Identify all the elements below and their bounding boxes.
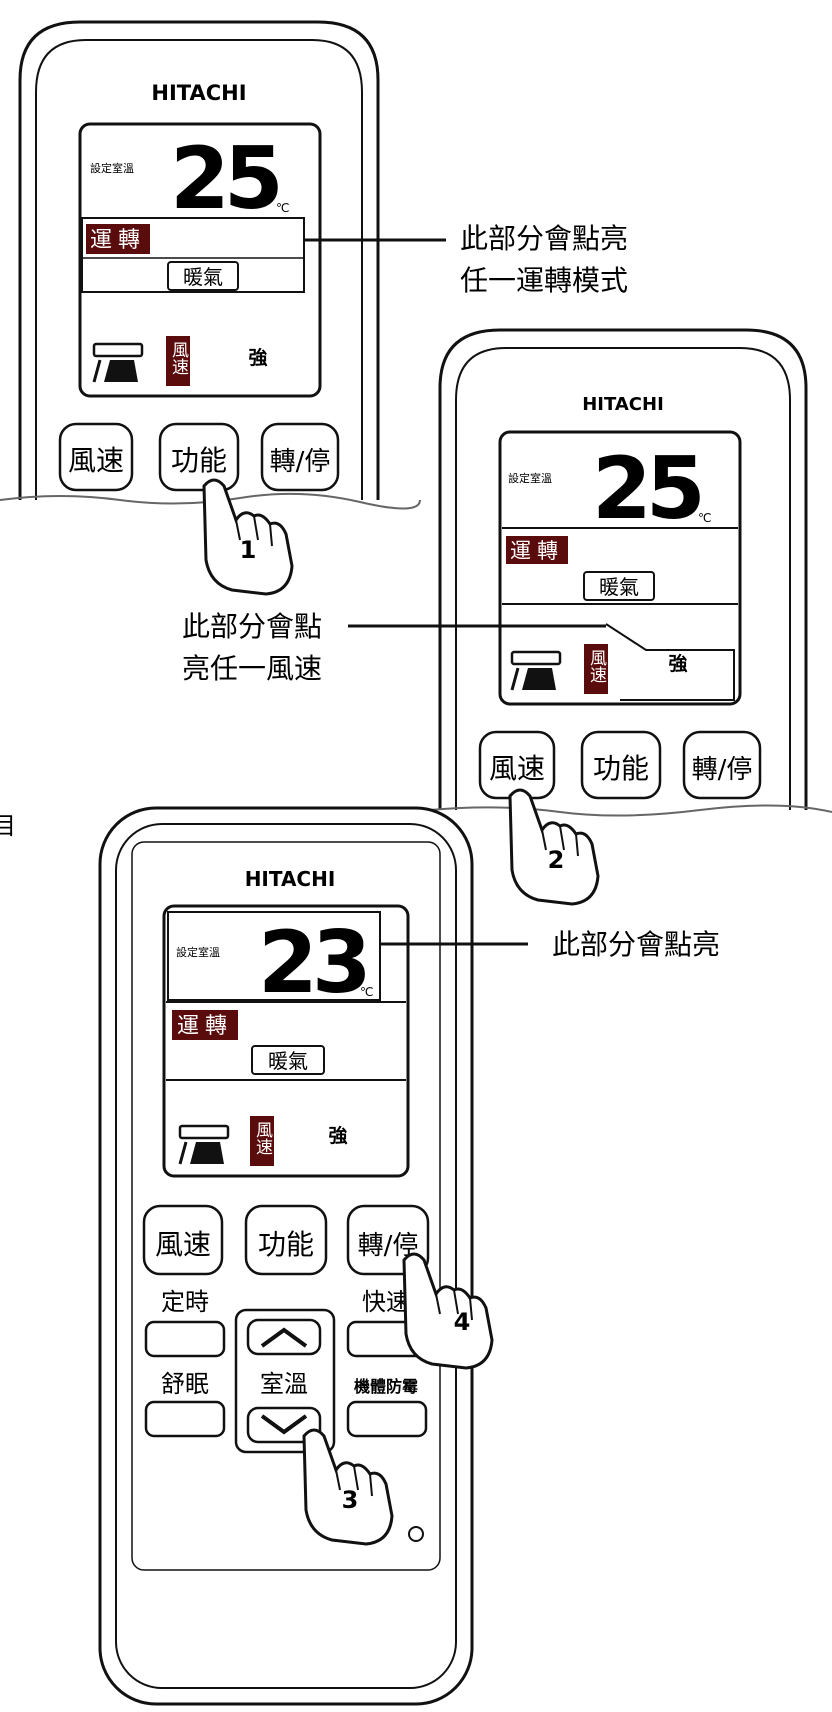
- pointing-hand-icon-3: 3: [302, 1428, 394, 1546]
- remote-2: HITACHI 設定室溫 25 ℃ 運轉 暖氣 風速 強 風速 功能 轉/停: [429, 328, 832, 817]
- remote-3-temp-value: 23: [258, 913, 366, 1013]
- remote-3-function-button[interactable]: [244, 1204, 328, 1276]
- callout-temp: 此部分會點亮: [380, 928, 720, 961]
- remote-3-mode-label: 運轉: [177, 1014, 233, 1039]
- step-1: 1: [240, 536, 257, 564]
- remote-1-temp-unit: ℃: [276, 201, 289, 215]
- remote-1-fan-button-label: 風速: [68, 444, 124, 477]
- remote-3-temp-unit: ℃: [360, 985, 373, 999]
- pointing-hand-icon-2: 2: [508, 788, 600, 906]
- remote-3-fan-badge: [250, 1116, 274, 1166]
- remote-1-fan-badge: [166, 336, 190, 386]
- remote-3-mode-value: 暖氣: [268, 1049, 308, 1073]
- step-2: 2: [548, 846, 565, 874]
- remote-2-mode-badge: [506, 536, 568, 564]
- remote-1-ac-unit-icon: [92, 342, 144, 383]
- remote-2-power-button[interactable]: [682, 730, 762, 800]
- pointing-hand-icon-4: 4: [402, 1252, 494, 1370]
- remote-2-set-temp-label: 設定室溫: [508, 471, 552, 485]
- remote-1-fan-label: 風速: [168, 341, 189, 375]
- remote-2-function-button-label: 功能: [593, 752, 649, 785]
- callout-fan-line-1: 此部分會點: [182, 610, 322, 643]
- remote-3-room-temp-label: 室溫: [260, 1370, 308, 1398]
- remote-2-brand: HITACHI: [582, 394, 664, 415]
- remote-2-power-button-label: 轉/停: [692, 755, 753, 785]
- step-3: 3: [342, 1486, 359, 1514]
- step-4: 4: [454, 1308, 471, 1336]
- remote-1: HITACHI 設定室溫 25 ℃ 運轉 暖氣 風速 強 風速 功能 轉/停: [0, 20, 421, 510]
- remote-3-anti-mold-button[interactable]: [346, 1400, 428, 1438]
- remote-2-fan-label: 風速: [586, 649, 607, 683]
- remote-3-fan-value: 強: [328, 1125, 347, 1147]
- remote-2-screen: [498, 430, 742, 706]
- remote-2-mode-value: 暖氣: [599, 575, 639, 599]
- remote-3-ac-unit-icon: [178, 1124, 230, 1165]
- remote-1-mode-label: 運轉: [90, 228, 146, 253]
- reset-hole: [408, 1526, 424, 1542]
- remote-3-timer-label: 定時: [161, 1288, 209, 1316]
- remote-1-function-button-label: 功能: [171, 444, 227, 477]
- remote-3-function-button-label: 功能: [258, 1228, 314, 1261]
- remote-3-sleep-label: 舒眠: [161, 1370, 209, 1398]
- remote-3: HITACHI 設定室溫 23 ℃ 運轉 暖氣 風速 強 風速 功能 轉/停 定…: [98, 806, 474, 1706]
- remote-2-fan-button-label: 風速: [489, 752, 545, 785]
- chevron-up-icon: [260, 1327, 308, 1348]
- callout-mode: 此部分會點亮 任一運轉模式: [304, 222, 628, 297]
- remote-2-function-button[interactable]: [580, 730, 662, 800]
- remote-3-fan-label: 風速: [252, 1121, 273, 1155]
- remote-3-mode-badge: [172, 1010, 238, 1040]
- remote-1-temp-value: 25: [170, 129, 278, 229]
- remote-1-fan-button[interactable]: [58, 422, 134, 492]
- remote-1-set-temp-label: 設定室溫: [90, 161, 134, 175]
- remote-3-fan-button-label: 風速: [155, 1228, 211, 1261]
- callout-temp-line-1: 此部分會點亮: [552, 928, 720, 961]
- remote-1-power-button[interactable]: [260, 422, 340, 492]
- remote-3-brand: HITACHI: [245, 867, 336, 891]
- remote-1-screen: [78, 122, 322, 398]
- chevron-down-icon: [260, 1414, 308, 1435]
- remote-3-fan-button[interactable]: [142, 1204, 224, 1276]
- remote-1-power-button-label: 轉/停: [270, 447, 331, 477]
- remote-2-temp-unit: ℃: [698, 511, 711, 525]
- remote-2-fan-value: 強: [668, 653, 687, 675]
- remote-1-function-button[interactable]: [158, 422, 240, 492]
- remote-3-screen: [162, 904, 410, 1178]
- edge-glyph: 目: [0, 812, 16, 840]
- remote-1-mode-badge: [86, 224, 150, 254]
- remote-2-temp-value: 25: [592, 439, 700, 539]
- remote-2-ac-unit-icon: [510, 650, 562, 691]
- remote-3-sleep-button[interactable]: [144, 1400, 226, 1438]
- remote-3-temp-up-button[interactable]: [246, 1318, 322, 1356]
- remote-1-brand: HITACHI: [151, 81, 246, 105]
- callout-fan: 此部分會點 亮任一風速: [182, 610, 606, 685]
- remote-2-mode-label: 運轉: [510, 539, 564, 563]
- remote-3-timer-button[interactable]: [144, 1320, 226, 1358]
- remote-3-anti-mold-label: 機體防霉: [354, 1377, 418, 1396]
- remote-1-mode-value: 暖氣: [183, 265, 223, 289]
- callout-mode-line-2: 任一運轉模式: [460, 264, 628, 297]
- remote-3-quick-label: 快速: [362, 1288, 410, 1316]
- callout-mode-line-1: 此部分會點亮: [460, 222, 628, 255]
- remote-1-fan-value: 強: [248, 347, 267, 369]
- remote-2-fan-badge: [584, 644, 608, 694]
- callout-fan-line-2: 亮任一風速: [182, 652, 322, 685]
- pointing-hand-icon-1: 1: [202, 478, 294, 596]
- remote-3-set-temp-label: 設定室溫: [176, 945, 220, 959]
